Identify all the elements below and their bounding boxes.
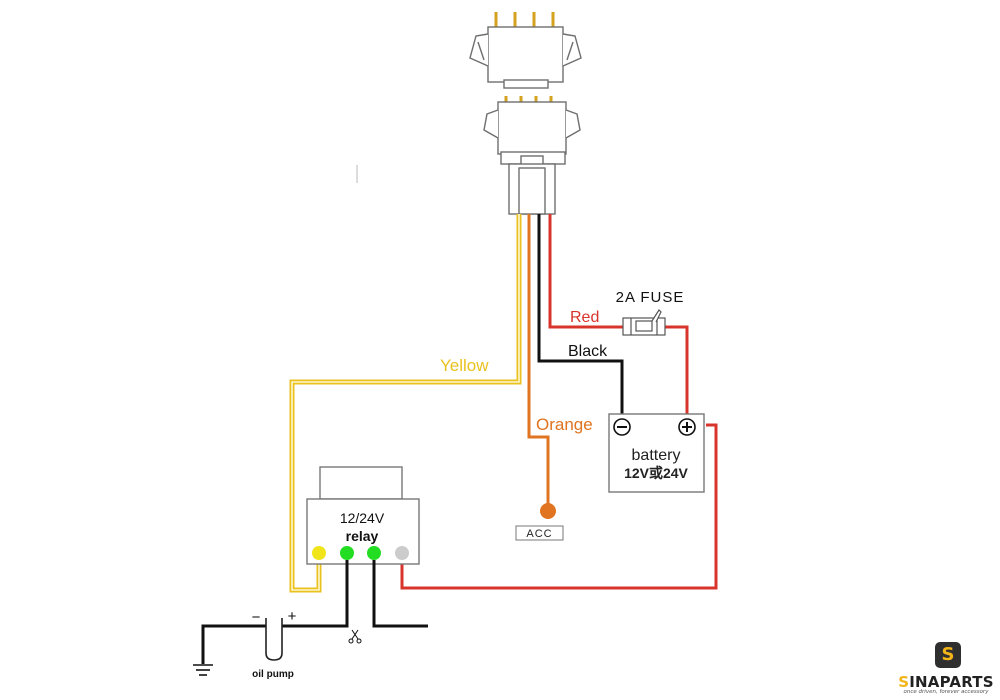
relay-pin-green-2 bbox=[367, 546, 381, 560]
fuse-symbol bbox=[622, 309, 666, 336]
black-wire bbox=[537, 214, 624, 417]
lower-connector bbox=[483, 96, 581, 215]
relay-output-wire-1 bbox=[282, 560, 349, 628]
battery: battery 12V或24V bbox=[608, 413, 705, 493]
brand-badge-icon: S bbox=[935, 642, 961, 668]
relay-voltage: 12/24V bbox=[340, 510, 385, 526]
red-wire-label: Red bbox=[570, 309, 599, 326]
red-wire bbox=[548, 214, 623, 329]
relay-label: relay bbox=[346, 528, 379, 544]
brand-name-rest: INAPARTS bbox=[909, 673, 994, 691]
acc-terminal bbox=[540, 503, 556, 519]
battery-label: battery bbox=[632, 447, 681, 464]
fuse-label: 2A FUSE bbox=[616, 289, 685, 306]
acc-label: ACC bbox=[526, 528, 552, 540]
orange-wire bbox=[527, 214, 550, 504]
oil-pump: − + oil pump bbox=[252, 608, 297, 680]
relay-pin-grey bbox=[395, 546, 409, 560]
ground-wire bbox=[201, 624, 266, 664]
brand-name-initial: S bbox=[898, 673, 910, 691]
brand-logo: S SINAPARTS once driven, forever accesso… bbox=[896, 640, 996, 698]
pump-minus: − bbox=[252, 609, 261, 626]
relay: 12/24V relay bbox=[306, 466, 420, 565]
brand-tagline: once driven, forever accessory bbox=[903, 689, 989, 695]
pump-plus: + bbox=[288, 608, 297, 625]
pump-label: oil pump bbox=[252, 669, 294, 680]
relay-output-wire-2 bbox=[372, 560, 428, 628]
upper-connector bbox=[469, 12, 582, 89]
relay-pin-yellow bbox=[312, 546, 326, 560]
brand-name: SINAPARTS bbox=[896, 673, 996, 691]
yellow-wire-label: Yellow bbox=[440, 356, 489, 375]
ground-icon bbox=[193, 664, 213, 676]
battery-voltage: 12V或24V bbox=[624, 465, 688, 481]
red-wire-to-relay bbox=[400, 423, 718, 590]
black-wire-label: Black bbox=[568, 343, 608, 360]
scissors-icon bbox=[348, 629, 362, 644]
orange-wire-label: Orange bbox=[536, 415, 593, 434]
relay-pin-green-1 bbox=[340, 546, 354, 560]
brand-badge-letter: S bbox=[941, 644, 955, 665]
